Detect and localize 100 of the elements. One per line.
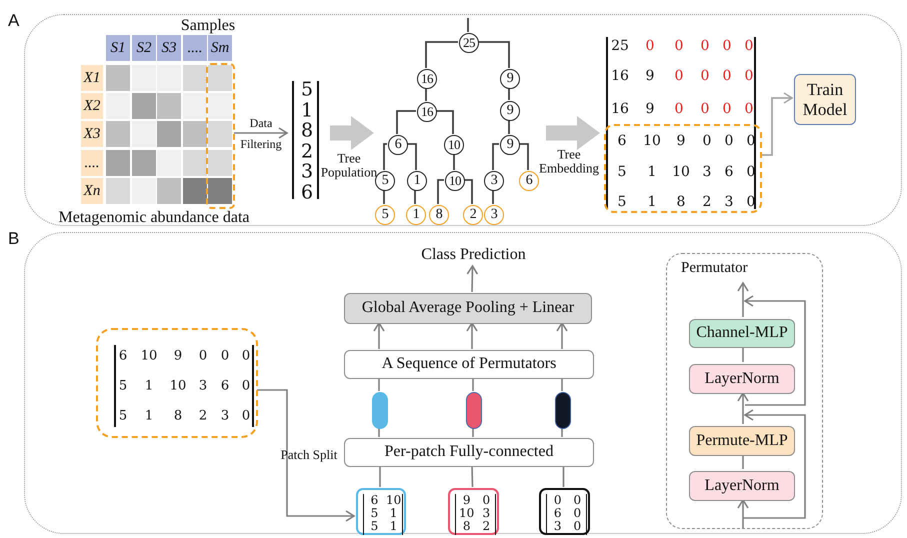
arrow bbox=[737, 282, 749, 317]
matrix-value: 0 bbox=[722, 102, 732, 116]
tree-branch bbox=[519, 143, 529, 170]
matrix-value: 8 bbox=[676, 195, 686, 209]
tree-node: 5 bbox=[375, 205, 395, 225]
matrix-value: 5 bbox=[118, 410, 128, 422]
arrow bbox=[744, 295, 806, 406]
matrix-value: 5 bbox=[618, 165, 626, 179]
matrix-value: 0 bbox=[220, 350, 230, 362]
group-title: Permutator bbox=[681, 260, 748, 277]
matrix-value: 0 bbox=[744, 102, 754, 116]
matrix-value: 10 bbox=[140, 350, 158, 362]
tree-node: 6 bbox=[388, 135, 408, 155]
matrix-value: 6 bbox=[220, 380, 230, 392]
matrix-value: 9 bbox=[676, 134, 686, 148]
arrow bbox=[466, 265, 478, 292]
process-box: LayerNorm bbox=[689, 471, 795, 501]
matrix-value: 0 bbox=[674, 102, 684, 116]
panel-letter: A bbox=[8, 11, 20, 31]
matrix-value: 10 bbox=[672, 165, 690, 179]
matrix-value: 0 bbox=[198, 350, 208, 362]
matrix-value: 0 bbox=[482, 494, 490, 506]
matrix-value: 9 bbox=[646, 102, 654, 116]
tree-branch bbox=[436, 110, 454, 134]
tree-node: 1 bbox=[407, 171, 427, 191]
matrix-value: 6 bbox=[370, 494, 378, 506]
vector-value: 3 bbox=[300, 162, 314, 182]
tree-node: 10 bbox=[445, 171, 465, 191]
vector-value: 6 bbox=[300, 183, 314, 202]
module-frame bbox=[666, 253, 823, 529]
matrix-value: 1 bbox=[390, 520, 398, 532]
matrix-value: 0 bbox=[574, 520, 582, 532]
matrix-value: 3 bbox=[482, 507, 490, 519]
matrix-value: 16 bbox=[611, 102, 629, 116]
process-box: Permute-MLP bbox=[689, 426, 795, 456]
tree-branch bbox=[396, 110, 416, 134]
matrix-value: 0 bbox=[554, 494, 562, 506]
arrow bbox=[257, 389, 355, 522]
matrix-value: 10 bbox=[643, 134, 661, 148]
matrix-value: 8 bbox=[462, 520, 470, 532]
tree-node: 1 bbox=[406, 205, 426, 225]
highlight-box bbox=[206, 63, 235, 209]
arrow bbox=[234, 127, 288, 139]
tree-node: 6 bbox=[519, 171, 539, 191]
matrix-value: 5 bbox=[370, 520, 378, 532]
tree-node: 25 bbox=[459, 33, 479, 53]
process-box: Channel-MLP bbox=[689, 319, 795, 348]
matrix-value: 0 bbox=[242, 380, 250, 392]
tree-branch bbox=[492, 190, 494, 204]
matrix-value: 0 bbox=[646, 39, 654, 53]
matrix-value: 1 bbox=[144, 410, 154, 422]
connector-line bbox=[378, 428, 380, 437]
tree-branch bbox=[478, 41, 510, 68]
tree-branch bbox=[437, 179, 444, 204]
column-header: S1 bbox=[106, 35, 130, 61]
matrix-value: 0 bbox=[574, 507, 582, 519]
connector-line bbox=[561, 428, 563, 437]
column-header: .... bbox=[183, 35, 207, 61]
matrix-value: 0 bbox=[744, 39, 754, 53]
arrow bbox=[466, 322, 478, 349]
process-box: Per-patch Fully-connected bbox=[344, 438, 594, 467]
highlight-box bbox=[604, 124, 762, 213]
matrix-value: 0 bbox=[700, 102, 710, 116]
arrow bbox=[737, 499, 749, 528]
output-label: Class Prediction bbox=[406, 244, 541, 266]
matrix-value: 3 bbox=[554, 520, 562, 532]
matrix-value: 0 bbox=[242, 410, 250, 422]
edge-label: Data Filtering bbox=[239, 115, 283, 153]
matrix-value: 9 bbox=[646, 69, 654, 83]
column-header: Sm bbox=[208, 35, 232, 61]
vector-value: 5 bbox=[300, 80, 314, 100]
connector-line bbox=[379, 466, 381, 487]
matrix-value: 6 bbox=[118, 350, 128, 362]
matrix-value: 0 bbox=[722, 69, 732, 83]
matrix-value: 1 bbox=[390, 507, 398, 519]
matrix-value: 0 bbox=[674, 69, 684, 83]
matrix-value: 1 bbox=[144, 380, 154, 392]
arrow bbox=[556, 322, 568, 349]
arrow bbox=[743, 409, 806, 519]
column-header: S3 bbox=[157, 35, 181, 61]
tree-branch bbox=[414, 190, 416, 204]
row-header: X2 bbox=[81, 93, 103, 119]
matrix-value: 8 bbox=[174, 410, 182, 422]
patch-token bbox=[372, 392, 388, 429]
arrow bbox=[737, 392, 749, 424]
tree-node: 2 bbox=[463, 205, 483, 225]
highlight-box bbox=[96, 328, 258, 438]
matrix-value: 2 bbox=[482, 520, 490, 532]
matrix-value: 9 bbox=[174, 350, 182, 362]
matrix-value: 10 bbox=[386, 494, 402, 506]
panel-letter: B bbox=[8, 229, 20, 249]
tree-node: 8 bbox=[429, 205, 449, 225]
matrix-value: 25 bbox=[611, 39, 629, 53]
tree-node: 16 bbox=[417, 69, 437, 89]
vector-value: 8 bbox=[300, 122, 314, 140]
matrix-value: 6 bbox=[618, 134, 626, 148]
tree-branch bbox=[453, 154, 455, 170]
patch-token bbox=[555, 392, 571, 429]
tree-branch bbox=[508, 88, 510, 100]
matrix-value: 0 bbox=[744, 69, 754, 83]
